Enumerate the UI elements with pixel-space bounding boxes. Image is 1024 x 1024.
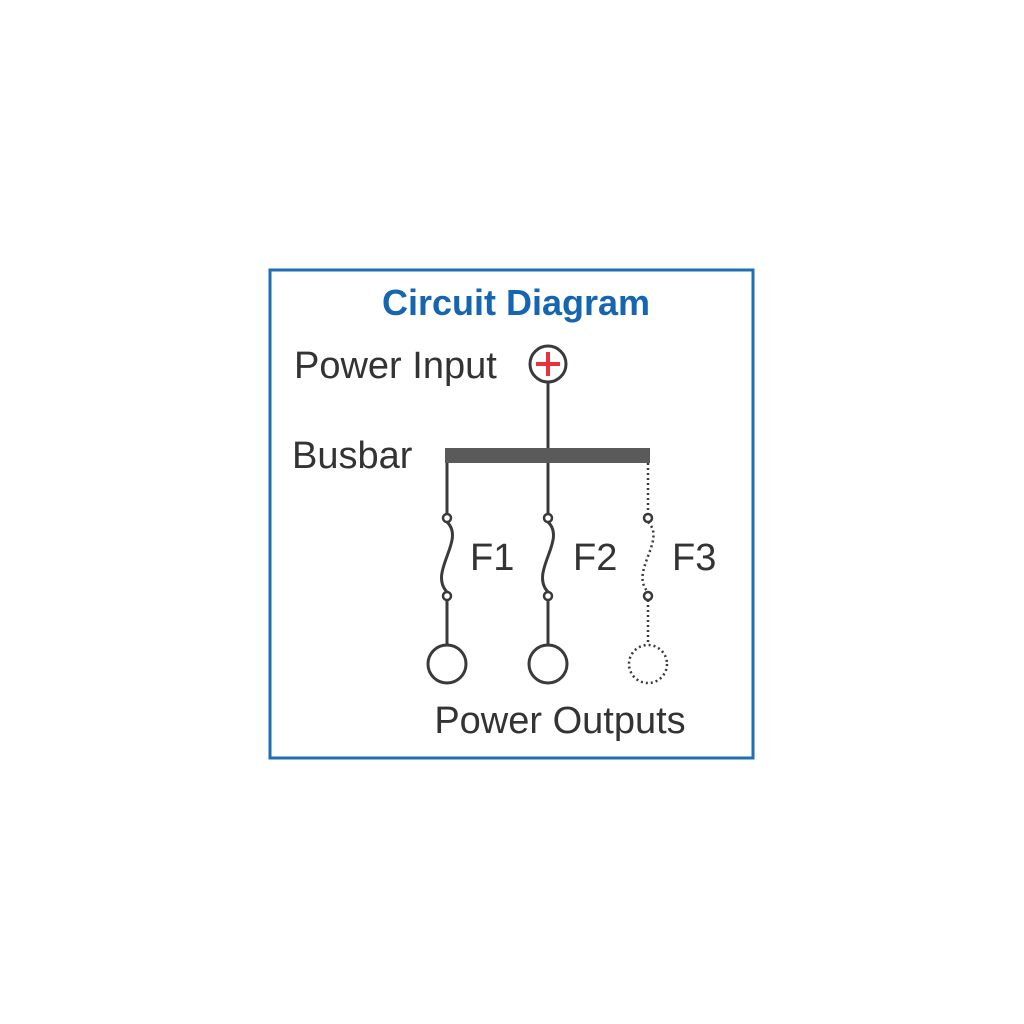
power-input-label: Power Input — [294, 345, 497, 387]
circle-terminal-icon — [426, 643, 468, 685]
fuse-f1-symbol — [440, 520, 454, 594]
fuse-f3-symbol — [641, 521, 655, 593]
circle-terminal-icon — [527, 643, 569, 685]
branch-f2 — [527, 463, 569, 685]
branch-f3 — [627, 463, 669, 685]
diagram-title: Circuit Diagram — [382, 282, 650, 323]
busbar-label: Busbar — [292, 435, 413, 477]
branch-f1 — [426, 463, 468, 685]
power-outputs-label: Power Outputs — [434, 700, 685, 742]
fuse-f2-symbol — [541, 520, 555, 594]
busbar — [445, 448, 650, 463]
fuse-f2-label: F2 — [573, 537, 617, 579]
diagram-frame — [268, 268, 755, 760]
plus-terminal-icon — [528, 344, 568, 384]
circle-terminal-icon — [627, 643, 669, 685]
fuse-f1-label: F1 — [470, 537, 514, 579]
fuse-f3-label: F3 — [672, 537, 716, 579]
